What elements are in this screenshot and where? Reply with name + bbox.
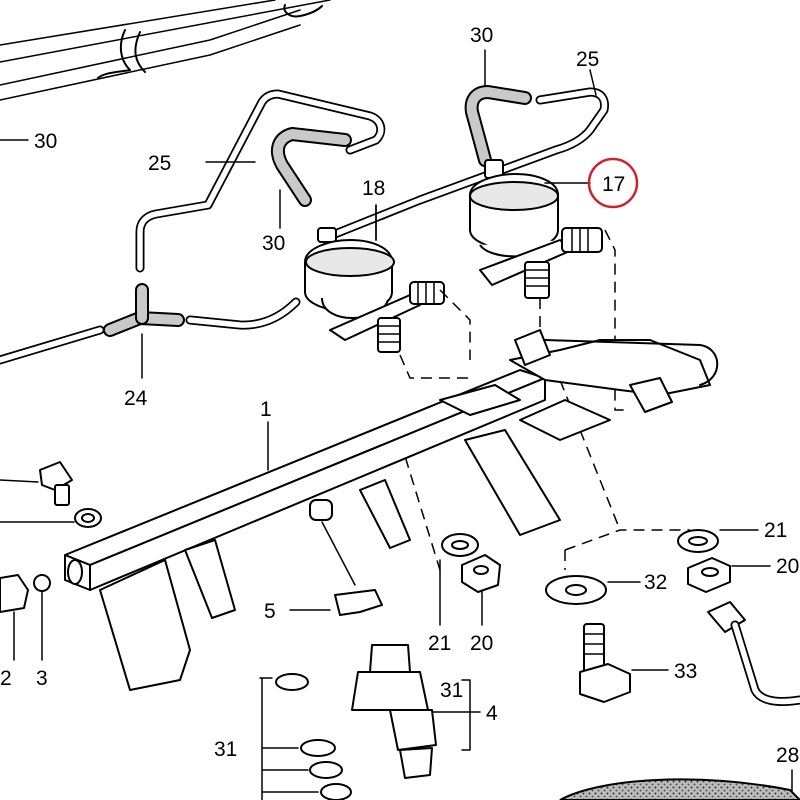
label-31-right: 31	[440, 679, 463, 702]
part-labels: 30 25 30 25 17 18 30 24 1 5 21 20 21 20 …	[0, 24, 799, 767]
label-1: 1	[260, 398, 272, 421]
label-28: 28	[776, 744, 799, 767]
fuel-pipe-right	[707, 601, 800, 707]
label-24: 24	[124, 387, 148, 410]
leader-lines	[205, 49, 597, 241]
label-31-left: 31	[214, 738, 237, 761]
label-21-right: 21	[764, 519, 787, 542]
label-17: 17	[602, 173, 625, 196]
label-25-mid: 25	[148, 152, 171, 175]
pressure-regulator-18	[304, 204, 445, 353]
bolt-33	[579, 623, 669, 703]
nut-20-right	[687, 557, 771, 593]
label-32: 32	[644, 571, 667, 594]
seal-21-mid	[439, 533, 479, 626]
label-3: 3	[36, 667, 48, 690]
o-rings-31	[259, 673, 352, 800]
label-2: 2	[0, 667, 12, 690]
label-20-right: 20	[776, 555, 799, 578]
label-4: 4	[486, 702, 498, 725]
part-28	[559, 769, 800, 800]
label-30-left: 30	[34, 130, 57, 153]
label-20-mid: 20	[470, 632, 493, 655]
label-25-top: 25	[576, 48, 599, 71]
bolt-left	[0, 461, 102, 528]
clip-5	[289, 499, 383, 616]
label-30-mid: 30	[262, 232, 285, 255]
upper-fuel-lines	[0, 0, 331, 101]
label-5: 5	[264, 600, 276, 623]
label-18: 18	[362, 177, 385, 200]
washer-32	[545, 575, 641, 605]
nut-20-mid	[461, 554, 501, 626]
label-33: 33	[674, 660, 697, 683]
fuel-rail-1	[64, 339, 719, 691]
y-connector-24	[103, 283, 185, 379]
label-21-mid: 21	[428, 632, 451, 655]
vacuum-hose-30	[270, 85, 532, 207]
return-tube-25	[0, 87, 609, 365]
label-30-top: 30	[470, 24, 493, 47]
pressure-regulator-17	[469, 159, 603, 299]
rail-fittings	[514, 329, 673, 413]
part-2-3	[0, 574, 51, 661]
seal-21-right	[677, 529, 759, 553]
injector-4	[351, 644, 481, 779]
highlight-circle-17	[587, 157, 639, 209]
